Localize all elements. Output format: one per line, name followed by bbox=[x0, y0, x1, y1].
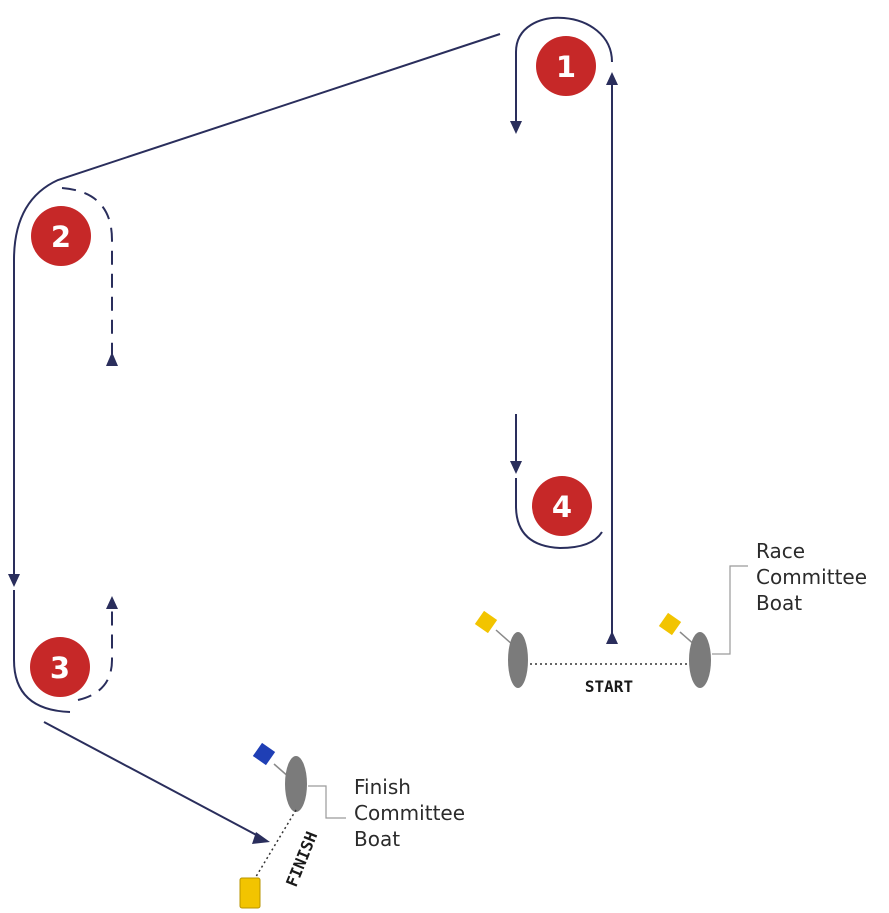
rounding-path-mark-3 bbox=[13, 590, 71, 713]
yellow-flag-icon bbox=[474, 610, 498, 634]
arrow-down-icon bbox=[510, 461, 522, 474]
mark-3-label: 3 bbox=[50, 651, 70, 685]
mark-3: 3 bbox=[30, 637, 90, 697]
mark-2: 2 bbox=[31, 206, 91, 266]
arrow-down-icon bbox=[510, 121, 522, 134]
boat-hull-icon bbox=[689, 632, 711, 688]
rounding-path-mark-3-dashed bbox=[77, 606, 113, 701]
finish-committee-callout-line bbox=[308, 785, 346, 819]
start-line-label: START bbox=[585, 677, 633, 696]
finish-committee-boat bbox=[252, 742, 307, 812]
start-pin-boat bbox=[474, 610, 528, 688]
race-committee-label: Race Committee Boat bbox=[756, 539, 873, 615]
finish-committee-label: Finish Committee Boat bbox=[354, 775, 471, 851]
mark-3-buoy bbox=[30, 637, 90, 697]
rounding-path-mark-4 bbox=[515, 478, 603, 550]
arrow-down-icon bbox=[8, 574, 20, 587]
mark-1: 1 bbox=[536, 36, 596, 96]
finish-line-label: FINISH bbox=[282, 829, 321, 890]
race-committee-boat bbox=[658, 612, 711, 688]
mark-4-buoy bbox=[532, 476, 592, 536]
arrow-up-icon bbox=[106, 352, 118, 366]
mark-2-label: 2 bbox=[51, 220, 71, 254]
boat-hull-icon bbox=[285, 756, 307, 812]
course-leg-mark-1-to-mark-2 bbox=[13, 33, 501, 575]
rounding-path-mark-1 bbox=[515, 16, 613, 122]
arrow-up-icon bbox=[606, 72, 618, 85]
boat-hull-icon bbox=[508, 632, 528, 688]
mark-1-buoy bbox=[536, 36, 596, 96]
finish-line bbox=[253, 809, 297, 881]
yellow-pin-buoy-icon bbox=[239, 877, 261, 909]
arrow-right-icon bbox=[252, 832, 270, 844]
arrow-up-icon bbox=[606, 631, 618, 644]
blue-flag-icon bbox=[252, 742, 276, 766]
mark-4-label: 4 bbox=[552, 490, 572, 524]
yellow-flag-icon bbox=[658, 612, 682, 636]
mark-1-label: 1 bbox=[556, 50, 576, 84]
arrow-up-icon bbox=[106, 596, 118, 609]
mark-2-buoy bbox=[31, 206, 91, 266]
mark-4: 4 bbox=[532, 476, 592, 536]
course-leg-to-finish bbox=[43, 721, 263, 839]
race-committee-callout-line bbox=[712, 565, 748, 655]
rounding-path-mark-2 bbox=[61, 187, 113, 354]
